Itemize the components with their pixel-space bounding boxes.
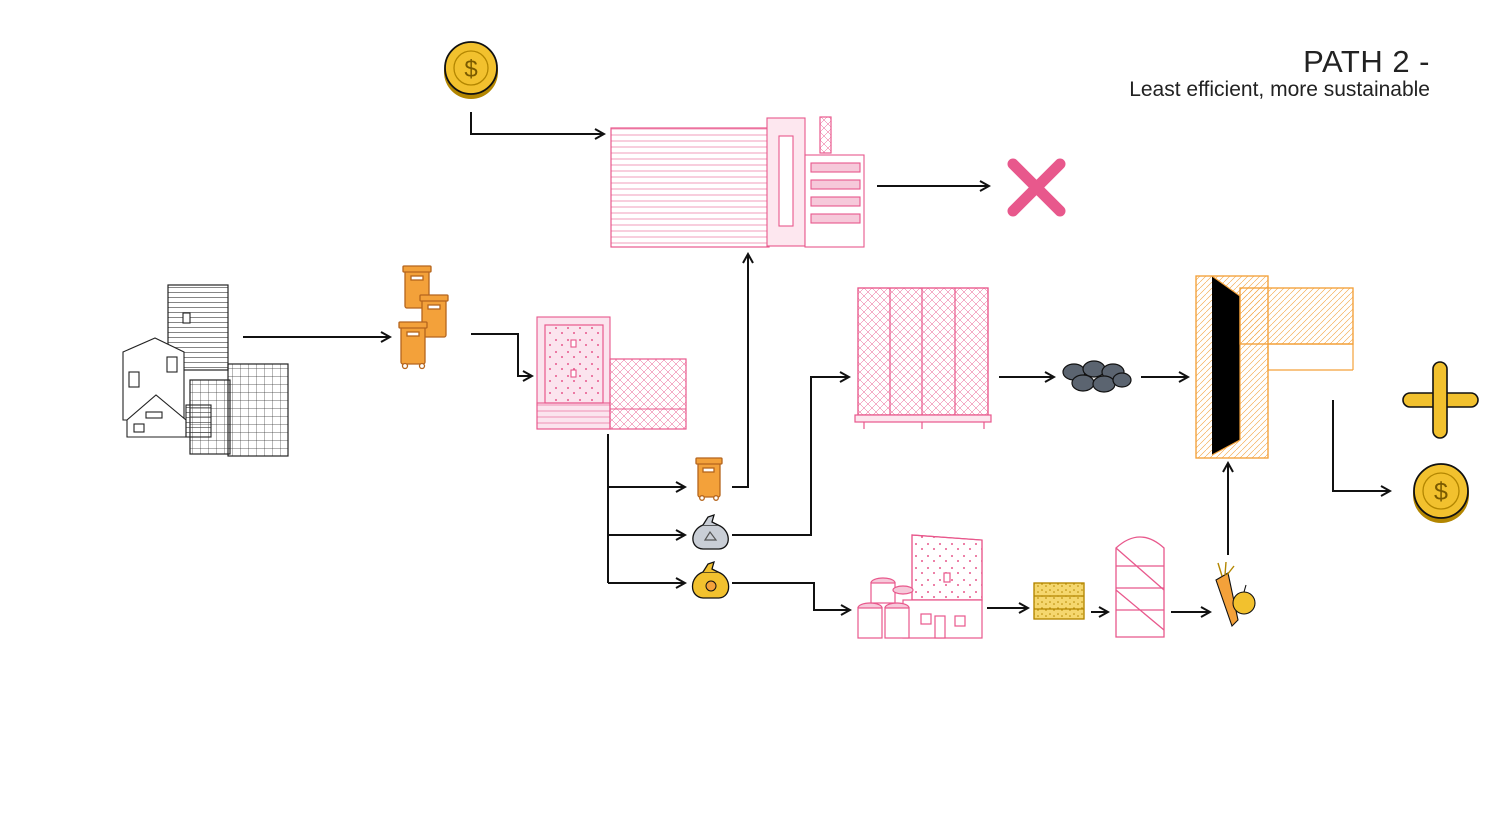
incinerator-plant-icon <box>610 116 865 248</box>
arrow-recycling-to-plant <box>732 377 849 536</box>
pellets-icon <box>1062 360 1132 393</box>
digester-plant-icon <box>857 534 983 639</box>
recycling-plant-icon <box>854 287 992 429</box>
arrow-manufacturer-to-money <box>1332 400 1390 491</box>
general-waste-bin-icon <box>695 457 723 501</box>
wheelie-bins-icon <box>398 265 449 370</box>
cross-x-icon <box>1007 158 1066 217</box>
arrow-coin-to-incinerator <box>470 112 604 134</box>
coin-symbol: $ <box>464 56 477 83</box>
vegetables-icon <box>1215 561 1256 628</box>
sorting-facility-icon <box>536 316 687 430</box>
title-block: PATH 2 - Least efficient, more sustainab… <box>1129 44 1430 102</box>
plus-icon <box>1402 361 1479 439</box>
compost-block-icon <box>1033 582 1085 620</box>
recycling-bag-icon <box>692 513 729 550</box>
coin-dollar-icon: $ <box>444 41 498 99</box>
diagram-title: PATH 2 - <box>1303 44 1430 79</box>
city-buildings-icon <box>122 284 289 457</box>
diagram-subtitle: Least efficient, more sustainable <box>1129 78 1430 101</box>
coin-symbol: $ <box>1434 478 1448 506</box>
arrow-organics-to-digester <box>732 582 850 610</box>
organic-waste-bag-icon <box>691 560 730 599</box>
greenhouse-icon <box>1115 536 1165 638</box>
coin-dollar-icon: $ <box>1413 463 1469 523</box>
manufacturing-plant-icon <box>1195 275 1354 459</box>
arrow-bins-to-sorting <box>471 333 532 376</box>
flow-arrows <box>243 112 1390 612</box>
arrow-general-to-incinerator <box>732 254 748 488</box>
